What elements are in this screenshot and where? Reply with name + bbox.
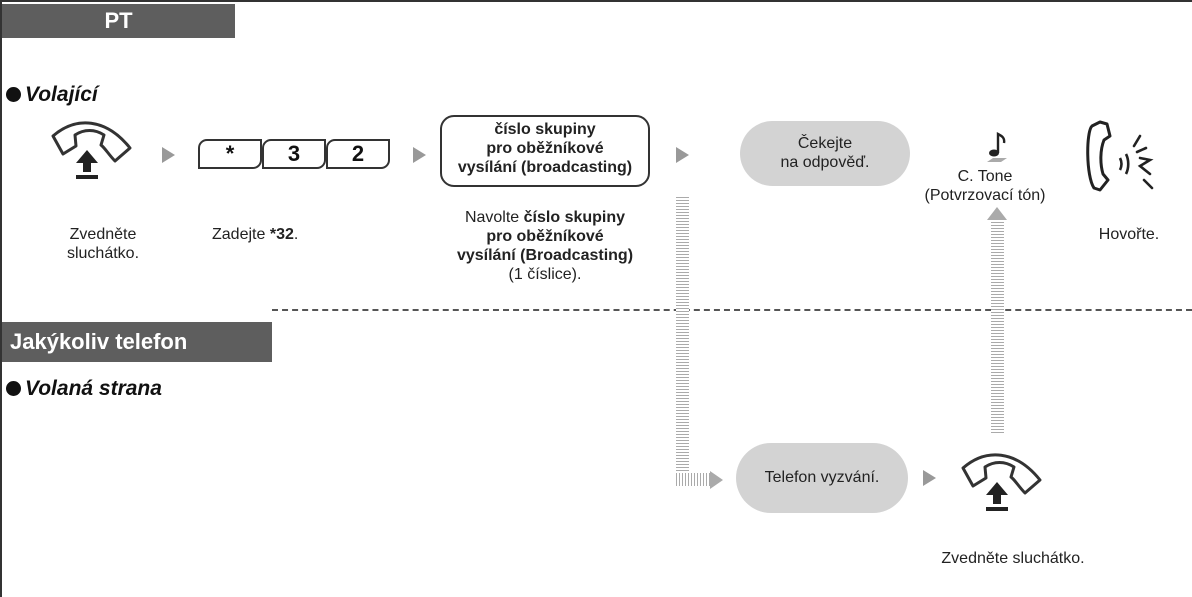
header-pt: PT xyxy=(2,4,235,38)
group-box-line3: vysílání (broadcasting) xyxy=(457,159,633,176)
step2-caption-suffix: . xyxy=(293,226,299,243)
step3-plain: Navolte xyxy=(464,209,520,226)
wait-line1: Čekejte xyxy=(797,135,853,152)
key-star: * xyxy=(198,139,262,169)
group-box-line1: číslo skupiny xyxy=(494,121,596,138)
section-divider xyxy=(272,309,1192,311)
bullet-dot-icon xyxy=(6,381,21,396)
group-box-line2: pro oběžníkové xyxy=(486,140,604,157)
tone-line2: (Potvrzovací tón) xyxy=(924,187,1046,204)
key-2: 2 xyxy=(326,139,390,169)
step2-caption: Zadejte *32. xyxy=(212,225,298,244)
pickup-caption: Zvedněte sluchátko. xyxy=(941,550,1085,567)
step2-caption-prefix: Zadejte xyxy=(212,226,266,243)
step1-caption: Zvedněte sluchátko. xyxy=(44,225,162,263)
flow-connector-down xyxy=(676,197,689,480)
step1-caption-line2: sluchátko. xyxy=(66,245,140,262)
music-note-icon xyxy=(987,132,1007,162)
step1-caption-line1: Zvedněte xyxy=(69,226,137,243)
talking-phone-icon xyxy=(1086,120,1154,192)
wait-bubble: Čekejte na odpověď. xyxy=(740,121,910,186)
bullet-dot-icon xyxy=(6,87,21,102)
called-title: Volaná strana xyxy=(6,377,162,401)
step2-star-symbol: * xyxy=(269,226,277,243)
flow-connector-up xyxy=(991,219,1004,435)
arrow-right-icon xyxy=(162,147,175,163)
caller-title-text: Volající xyxy=(25,83,98,106)
caller-title: Volající xyxy=(6,83,98,107)
step2-caption-code: 32 xyxy=(276,226,294,243)
wait-line2: na odpověď. xyxy=(780,154,870,171)
handset-lift-icon xyxy=(51,121,132,179)
step3-caption-line2: pro oběžníkové xyxy=(486,228,604,245)
group-number-box: číslo skupiny pro oběžníkové vysílání (b… xyxy=(440,115,650,187)
ring-bubble: Telefon vyzvání. xyxy=(736,443,908,513)
step3-caption: Navolte číslo skupiny pro oběžníkové vys… xyxy=(420,208,670,284)
step3-caption-line3: vysílání (Broadcasting) xyxy=(456,247,634,264)
tone-line1: C. Tone xyxy=(957,168,1013,185)
called-title-text: Volaná strana xyxy=(25,377,162,400)
arrow-right-icon xyxy=(676,147,689,163)
key-3: 3 xyxy=(262,139,326,169)
arrow-up-icon xyxy=(987,207,1007,220)
header-any-phone: Jakýkoliv telefon xyxy=(2,322,272,362)
handset-lift-icon xyxy=(961,453,1042,511)
step3-caption-line4: (1 číslice). xyxy=(508,266,582,283)
step3-bold: číslo skupiny xyxy=(523,209,626,226)
tone-caption: C. Tone (Potvrzovací tón) xyxy=(900,167,1070,205)
arrow-right-icon xyxy=(710,471,723,489)
flow-connector-right xyxy=(676,473,710,486)
step3-caption-line1: Navolte číslo skupiny xyxy=(420,208,670,227)
arrow-right-icon xyxy=(923,470,936,486)
talk-caption: Hovořte. xyxy=(1098,226,1160,243)
arrow-right-icon xyxy=(413,147,426,163)
